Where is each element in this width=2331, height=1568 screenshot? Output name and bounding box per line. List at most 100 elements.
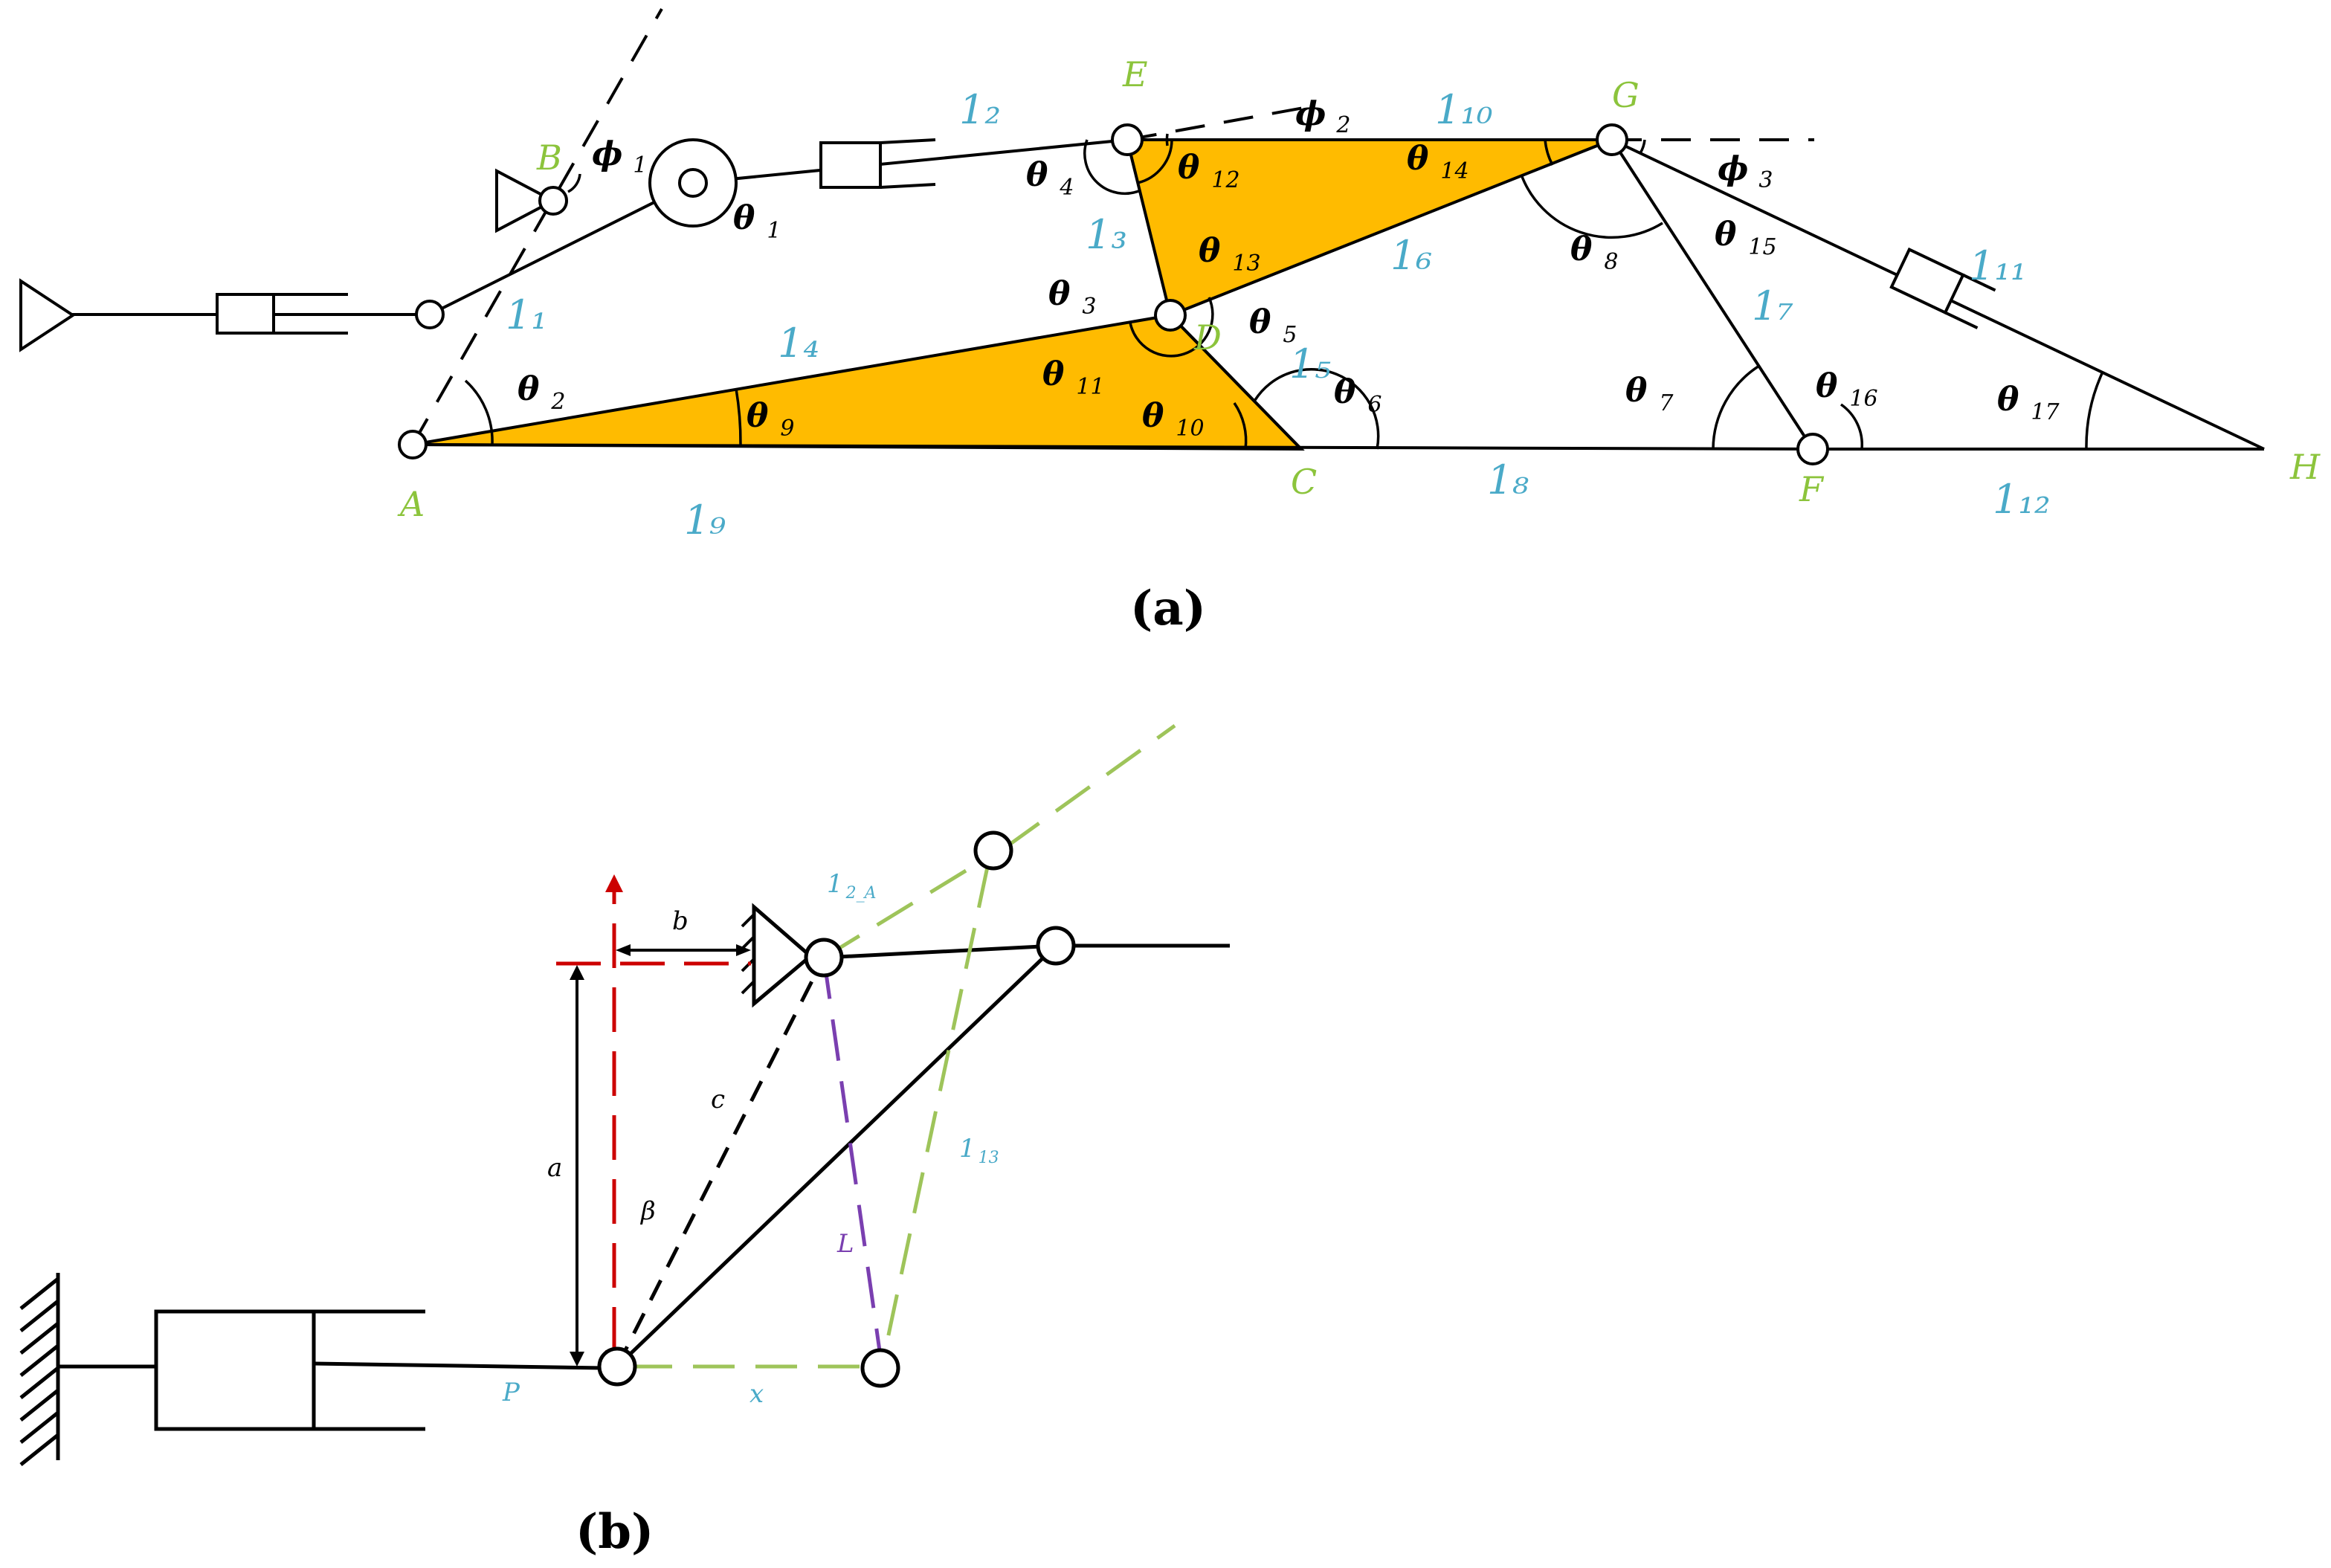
joint-pivot: [804, 938, 844, 978]
arc-theta14: [1544, 139, 1554, 166]
label-a: a: [547, 1153, 562, 1183]
arc-theta4: [1083, 139, 1141, 196]
joint-f: [1796, 433, 1829, 465]
length-label-l2: 1₂: [959, 86, 1001, 133]
label-c: c: [711, 1085, 725, 1114]
dashed-line-c: [615, 956, 826, 1368]
length-label-l6: 1₆: [1390, 232, 1432, 279]
link-l1: [429, 181, 694, 316]
point-label-g: G: [1612, 75, 1640, 115]
joint-l1-l2: [678, 168, 708, 198]
ground-line-af: [412, 443, 1813, 451]
length-label-l7: 1₇: [1752, 283, 1793, 329]
length-label-l10: 1₁₀: [1435, 86, 1493, 133]
length-label-l12: 1₁₂: [1993, 476, 2051, 523]
caption-a: (a): [1130, 581, 1206, 636]
length-label-l3: 1₃: [1086, 211, 1127, 258]
label-beta: β: [639, 1196, 656, 1226]
panel-a: A B C D E F G H 1₁ 1₂ 1₃ 1₄ 1₅ 1₆ 1₇ 1₈ …: [19, 8, 2321, 636]
joint-x-end: [860, 1348, 900, 1388]
arc-theta12: [1137, 139, 1173, 184]
hydraulic-cylinder-left: [216, 293, 348, 335]
point-label-h: H: [2289, 447, 2321, 487]
point-label-f: F: [1799, 469, 1825, 509]
wall-ground-icon: [19, 1273, 60, 1466]
point-label-e: E: [1122, 54, 1148, 94]
arc-theta17: [2085, 371, 2104, 450]
joint-g: [1596, 123, 1628, 156]
caption-b: (b): [576, 1504, 654, 1560]
hydraulic-cylinder-l2: [819, 138, 936, 189]
arc-theta7: [1712, 364, 1760, 450]
hydraulic-cylinder-b: [58, 1309, 604, 1431]
link-l2: [692, 138, 1128, 184]
length-label-l1: 1₁: [506, 291, 547, 338]
link-triangle-edg: [1125, 138, 1613, 317]
link-pivot-to-upper: [823, 943, 1057, 960]
arc-theta8: [1520, 174, 1663, 239]
joint-p: [597, 1346, 637, 1387]
joint-upper-green: [973, 830, 1013, 871]
point-label-c: C: [1291, 462, 1317, 502]
length-label-l5: 1₅: [1289, 341, 1331, 387]
arc-theta15: [1639, 139, 1646, 154]
arc-theta2: [464, 379, 494, 445]
length-label-l11: 1₁₁: [1969, 242, 2027, 289]
arc-theta10: [1233, 402, 1248, 450]
arc-theta9: [735, 388, 742, 445]
ground-support-left-icon: [19, 278, 76, 352]
point-label-d: D: [1193, 317, 1222, 358]
joint-e: [1111, 123, 1144, 156]
label-P: P: [502, 1378, 520, 1407]
point-label-b: B: [536, 138, 562, 178]
dashed-ref-ab: [411, 8, 663, 445]
arc-theta3: [1129, 297, 1214, 358]
length-label-l9: 1₉: [684, 497, 726, 543]
dashed-line-l: [822, 957, 884, 1367]
label-L: L: [836, 1229, 854, 1259]
link-p-to-upper: [616, 944, 1057, 1368]
dashed-ref-e: [1126, 104, 1317, 141]
auxiliary-green-lines: [631, 723, 1176, 1369]
length-label-l8: 1₈: [1487, 456, 1529, 503]
arc-theta6: [1254, 368, 1380, 450]
dimension-arrows: [570, 944, 751, 1367]
arc-theta16: [1840, 403, 1864, 450]
length-label-l4: 1₄: [778, 320, 819, 367]
hydraulic-cylinder-l11: [1889, 247, 1996, 329]
pivot-support-icon: [752, 903, 813, 1008]
ground-support-b-icon: [495, 168, 557, 233]
joint-a: [398, 430, 428, 459]
joint-d: [1154, 299, 1187, 332]
arc-phi1: [567, 173, 581, 193]
label-x: x: [749, 1379, 764, 1409]
label-b: b: [672, 906, 689, 936]
joint-b: [538, 186, 568, 216]
link-l7: [1611, 138, 1814, 451]
link-l5: [1169, 314, 1303, 451]
joint-upper: [1036, 926, 1076, 966]
point-label-a: A: [397, 484, 425, 524]
